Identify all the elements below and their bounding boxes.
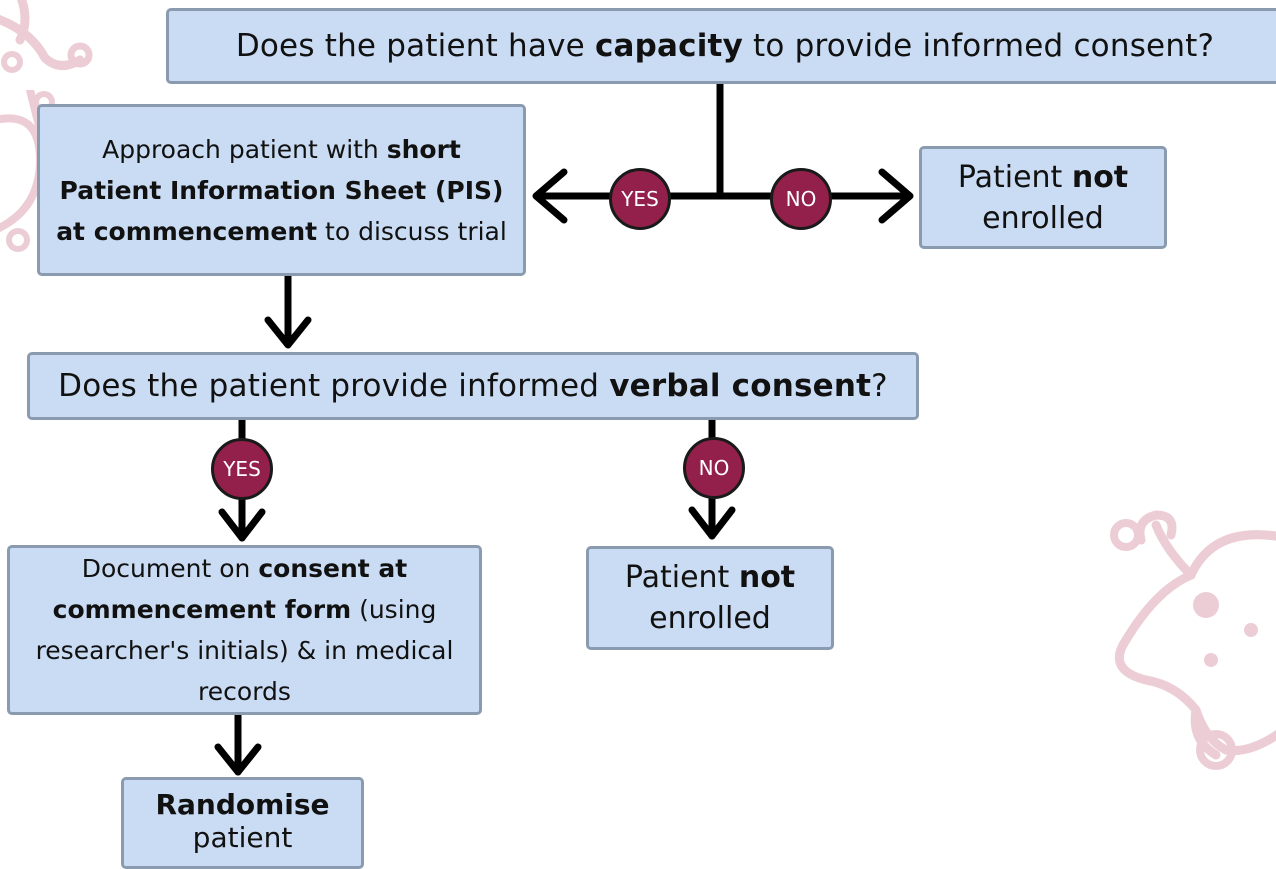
document-consent-box: Document on consent at commencement form…	[7, 545, 482, 715]
approach-patient-box: Approach patient with short Patient Info…	[37, 104, 526, 276]
yes-badge-verbal-consent: YES	[211, 438, 273, 500]
no-badge-capacity: NO	[770, 168, 832, 230]
arrowhead-to-not-enrolled-1	[878, 168, 914, 224]
arrowhead-to-not-enrolled-2	[688, 506, 736, 540]
virus-icon-right	[1110, 510, 1276, 770]
arrowhead-to-document	[218, 508, 266, 542]
arrowhead-to-randomise	[214, 743, 262, 776]
virus-icon-top-left	[0, 0, 93, 73]
yes-badge-capacity: YES	[609, 168, 671, 230]
arrowhead-to-q2	[264, 316, 312, 349]
verbal-consent-question-box: Does the patient provide informed verbal…	[27, 352, 919, 420]
arrowhead-to-approach	[532, 168, 568, 224]
no-badge-verbal-consent: NO	[683, 437, 745, 499]
capacity-question-box: Does the patient have capacity to provid…	[166, 8, 1276, 84]
